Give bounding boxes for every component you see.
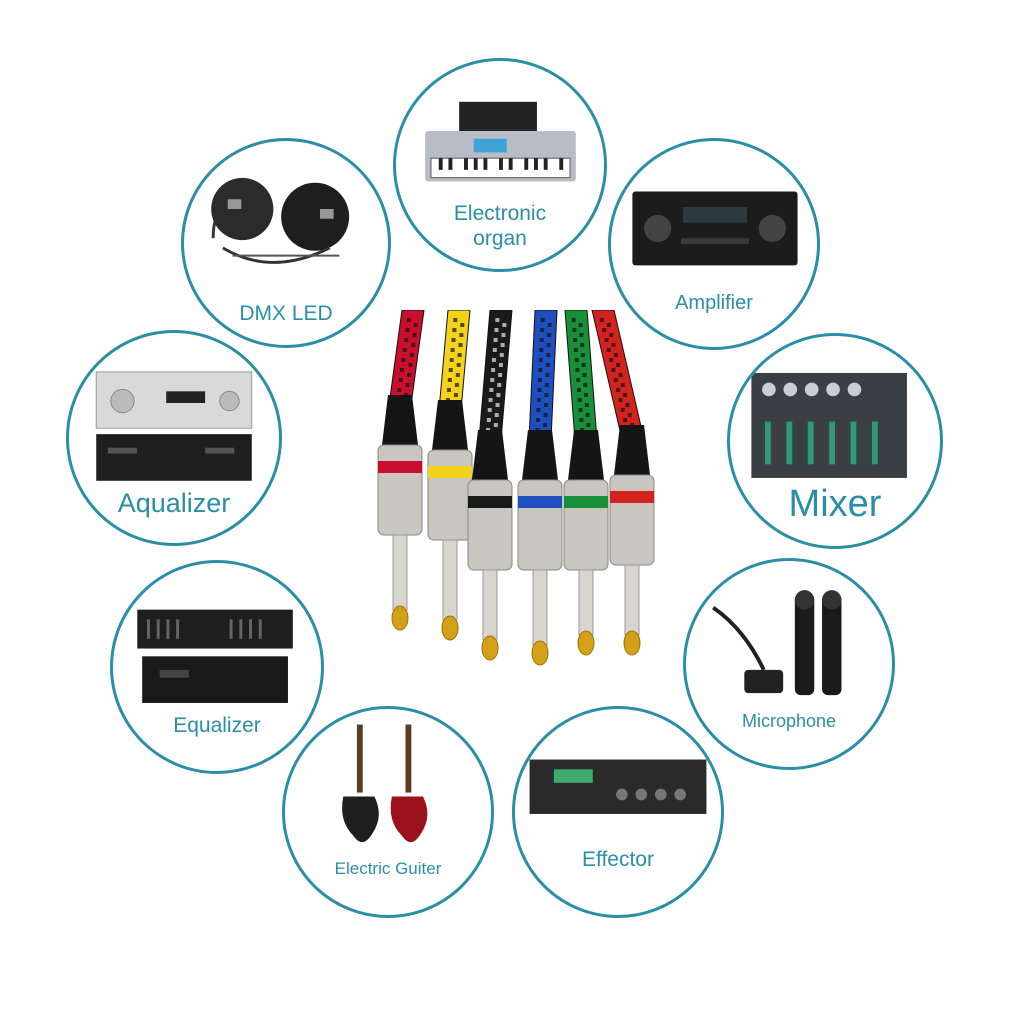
electronic-organ-label-line1: Electronic bbox=[453, 202, 547, 225]
effector-label: Effector bbox=[582, 848, 654, 871]
dmx-led-label: DMX LED bbox=[239, 302, 333, 325]
amplifier-label: Amplifier bbox=[675, 292, 753, 314]
equalizer-circle: Equalizer bbox=[110, 560, 324, 774]
mixer-label: Mixer bbox=[788, 483, 882, 525]
dmx-led-circle: DMX LED bbox=[181, 138, 391, 348]
effector-circle: Effector bbox=[512, 706, 724, 918]
electronic-organ-label-line2: organ bbox=[473, 227, 527, 251]
jack-cable-1 bbox=[377, 310, 425, 631]
equalizer-rack-icon bbox=[137, 609, 293, 703]
effector-rack-icon bbox=[529, 759, 707, 814]
electronic-organ-circle: Electronic organ bbox=[393, 58, 607, 272]
amplifier-icon bbox=[632, 191, 798, 266]
mixer-icon bbox=[751, 372, 907, 478]
microphone-label: Microphone bbox=[741, 711, 837, 731]
jack-cable-2 bbox=[427, 310, 473, 641]
aqualizer-device-icon bbox=[95, 371, 253, 481]
jack-cable-6 bbox=[591, 310, 655, 656]
guitar-icon bbox=[342, 724, 428, 843]
jack-cables-illustration bbox=[377, 310, 655, 666]
jack-cable-4 bbox=[517, 310, 563, 666]
microphone-icon bbox=[712, 590, 842, 696]
amplifier-circle: Amplifier bbox=[608, 138, 820, 350]
stage-light-icon bbox=[211, 177, 350, 264]
jack-cable-3 bbox=[467, 310, 513, 661]
jack-cable-5 bbox=[563, 310, 609, 656]
equalizer-label: Equalizer bbox=[173, 714, 261, 737]
electric-guiter-label: Electric Guiter bbox=[334, 859, 442, 878]
electric-guiter-circle: Electric Guiter bbox=[282, 706, 494, 918]
keyboard-icon bbox=[425, 101, 576, 182]
microphone-circle: Microphone bbox=[683, 558, 895, 770]
aqualizer-label: Aqualizer bbox=[117, 488, 231, 518]
aqualizer-circle: Aqualizer bbox=[66, 330, 282, 546]
mixer-circle: Mixer bbox=[727, 333, 943, 549]
